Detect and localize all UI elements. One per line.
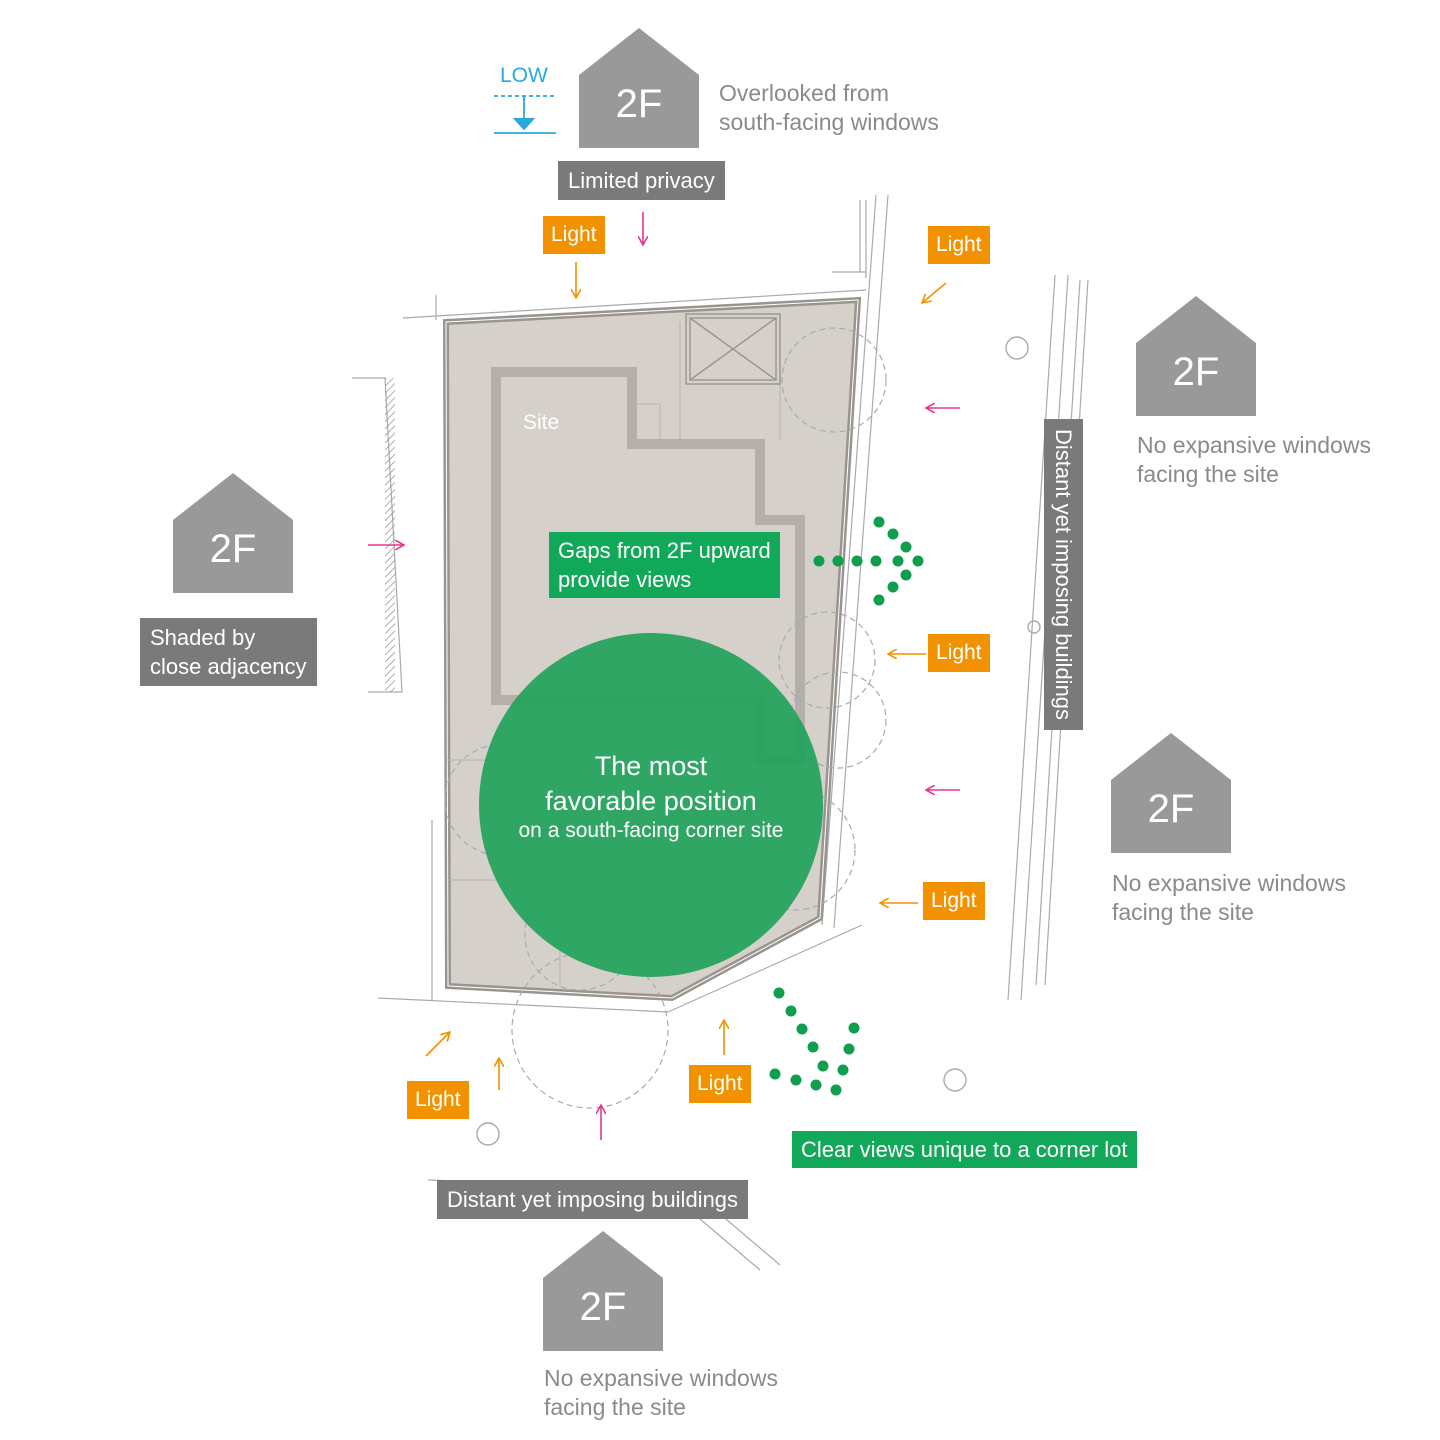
view-dots <box>769 516 924 1096</box>
distant-buildings-south-tag: Distant yet imposing buildings <box>437 1180 749 1219</box>
light-tag-north: Light <box>543 216 605 254</box>
house-east-upper-label: 2F <box>1172 350 1220 394</box>
gaps-view-tag: Gaps from 2F upward provide views <box>549 532 780 598</box>
light-tag-east-upper: Light <box>928 634 990 672</box>
house-icon-east-lower <box>1111 733 1231 853</box>
distant-buildings-east-tag: Distant yet imposing buildings <box>1044 419 1083 731</box>
house-icon-west <box>173 473 293 593</box>
favorable-subtitle: on a south-facing corner site <box>518 819 784 842</box>
house-icon-north <box>579 28 699 148</box>
privacy-arrows <box>368 212 960 1140</box>
favorable-position-circle <box>479 633 823 977</box>
low-level-icon <box>494 95 556 134</box>
limited-privacy-tag: Limited privacy <box>558 161 725 200</box>
east-lower-house-note: No expansive windows facing the site <box>1112 870 1346 925</box>
house-silhouettes <box>173 28 1256 1351</box>
light-tag-south: Light <box>689 1065 751 1103</box>
house-east-lower-label: 2F <box>1147 787 1195 831</box>
house-icon-east-upper <box>1136 296 1256 416</box>
light-tag-northeast: Light <box>928 226 990 264</box>
corner-view-tag: Clear views unique to a corner lot <box>792 1131 1137 1168</box>
house-icon-south <box>543 1231 663 1351</box>
house-south-label: 2F <box>579 1285 627 1329</box>
south-house-note: No expansive windows facing the site <box>544 1365 778 1420</box>
shaded-tag: Shaded by close adjacency <box>140 618 317 686</box>
light-arrows <box>425 262 947 1090</box>
skylight-box <box>685 313 781 385</box>
east-upper-house-note: No expansive windows facing the site <box>1137 432 1371 487</box>
house-west-label: 2F <box>209 527 257 571</box>
site-label: Site <box>523 411 560 434</box>
favorable-title: The most favorable position <box>545 751 757 816</box>
north-house-note: Overlooked from south-facing windows <box>719 80 939 135</box>
low-label: LOW <box>500 64 548 87</box>
light-tag-southwest: Light <box>407 1081 469 1119</box>
light-tag-east-lower: Light <box>923 882 985 920</box>
house-north-label: 2F <box>615 82 663 126</box>
west-neighbor-wall <box>352 377 403 693</box>
